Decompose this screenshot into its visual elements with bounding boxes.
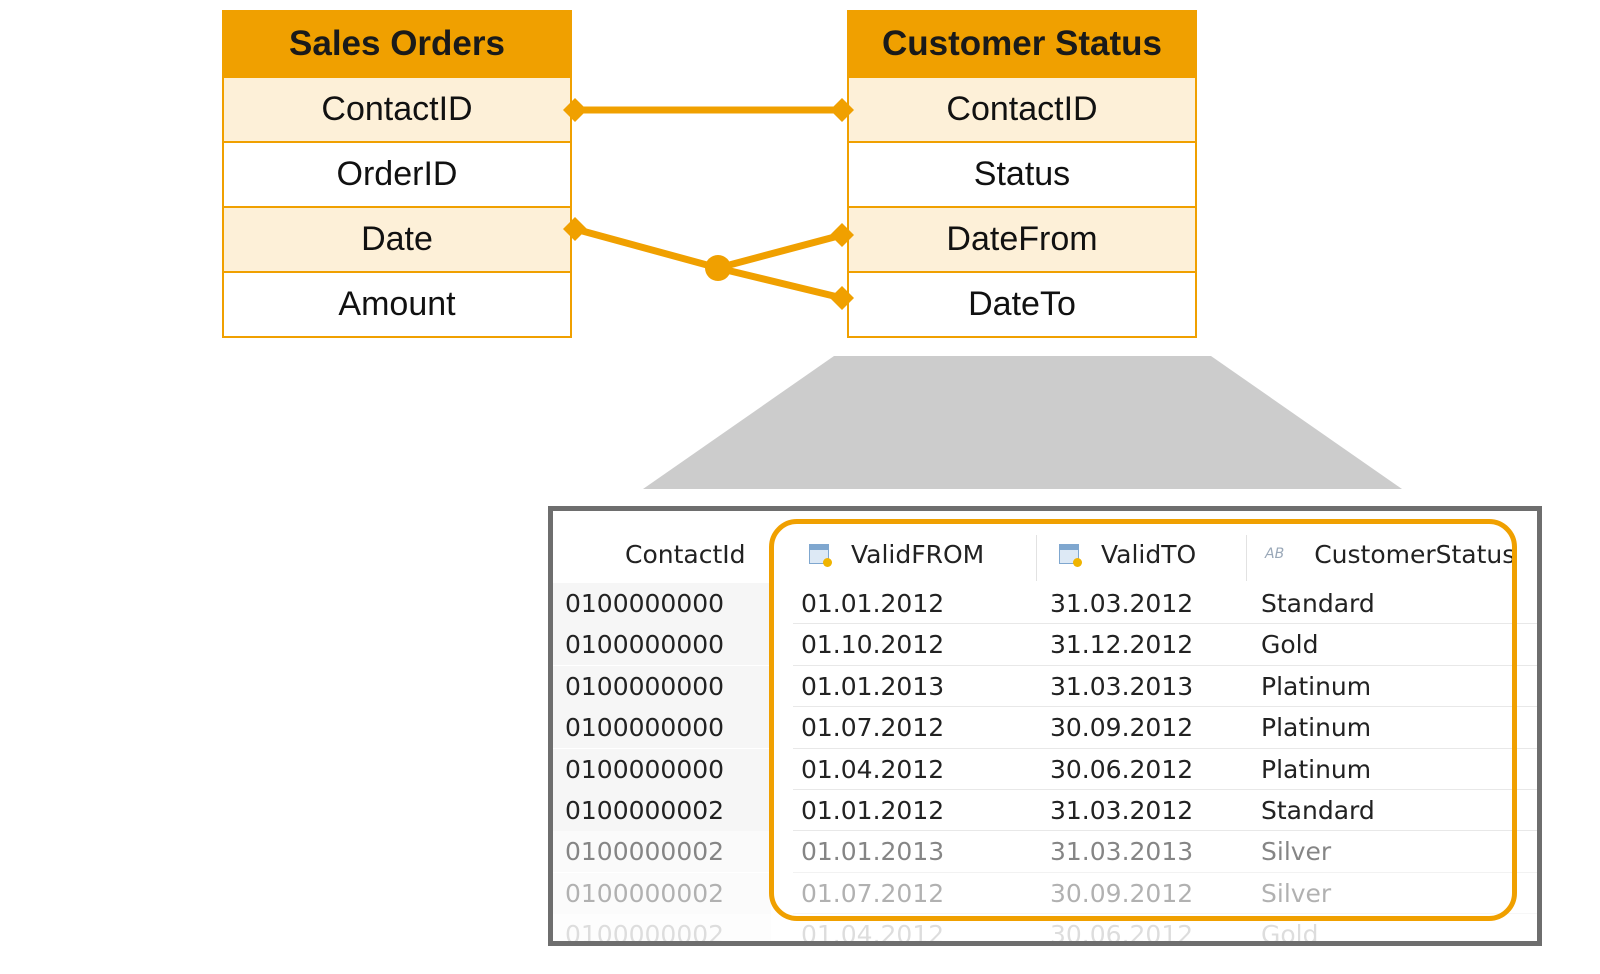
- customer-status-field-dateto: DateTo: [849, 271, 1195, 336]
- cell-validfrom: 01.01.2012: [801, 795, 945, 825]
- cell-customerstatus: Standard: [1261, 589, 1375, 618]
- table-row[interactable]: 0100000000 01.10.2012 31.12.2012 Gold: [553, 624, 1537, 666]
- column-header-label: ValidFROM: [851, 539, 985, 569]
- column-separator: [1246, 535, 1247, 581]
- cell-customerstatus: Platinum: [1261, 713, 1372, 743]
- cell-validto: 31.03.2013: [1050, 671, 1194, 701]
- cell-validto: 30.09.2012: [1050, 878, 1194, 908]
- cell-contactid: 0100000000: [565, 754, 725, 784]
- sales-orders-field-contactid: ContactID: [224, 76, 570, 141]
- cell-validto: 31.03.2012: [1050, 795, 1194, 825]
- column-header-contactid[interactable]: ContactId: [625, 529, 746, 579]
- join-endpoint-diamond: [563, 98, 587, 122]
- cell-validfrom: 01.01.2012: [801, 589, 945, 618]
- cell-validto: 31.12.2012: [1050, 630, 1194, 660]
- customer-status-table: Customer Status ContactID Status DateFro…: [847, 10, 1197, 338]
- grid-rows: 0100000000 01.01.2012 31.03.2012 Standar…: [553, 583, 1537, 946]
- column-separator: [1036, 535, 1037, 581]
- cell-customerstatus: Silver: [1261, 837, 1332, 867]
- cell-validfrom: 01.07.2012: [801, 713, 945, 743]
- customer-status-field-contactid: ContactID: [849, 76, 1195, 141]
- join-endpoint-diamond: [830, 223, 854, 247]
- join-endpoint-diamond: [830, 98, 854, 122]
- column-header-label: ValidTO: [1101, 539, 1197, 569]
- sales-orders-title: Sales Orders: [224, 12, 570, 76]
- column-header-label: CustomerStatus: [1314, 539, 1516, 569]
- sales-orders-table: Sales Orders ContactID OrderID Date Amou…: [222, 10, 572, 338]
- join-junction-dot: [705, 255, 731, 281]
- cell-contactid: 0100000000: [565, 713, 725, 743]
- customer-status-field-status: Status: [849, 141, 1195, 206]
- dateto-join-line: [714, 264, 846, 302]
- date-join-line: [571, 225, 722, 272]
- sales-orders-field-date: Date: [224, 206, 570, 271]
- cell-contactid: 0100000000: [565, 589, 725, 618]
- cell-customerstatus: Silver: [1261, 878, 1332, 908]
- table-row[interactable]: 0100000000 01.04.2012 30.06.2012 Platinu…: [553, 748, 1537, 790]
- table-row[interactable]: 0100000002 01.04.2012 30.06.2012 Gold: [553, 914, 1537, 946]
- cell-validfrom: 01.10.2012: [801, 630, 945, 660]
- cell-validfrom: 01.04.2012: [801, 754, 945, 784]
- datefrom-join-line: [714, 231, 846, 272]
- column-header-validfrom[interactable]: ValidFROM: [809, 529, 984, 579]
- text-type-icon: AB: [1265, 546, 1285, 562]
- cell-validto: 31.03.2012: [1050, 589, 1194, 618]
- join-endpoint-diamond: [830, 286, 854, 310]
- customer-status-field-datefrom: DateFrom: [849, 206, 1195, 271]
- cell-validfrom: 01.01.2013: [801, 671, 945, 701]
- calendar-icon: [1059, 544, 1082, 567]
- cell-customerstatus: Gold: [1261, 630, 1319, 660]
- cell-contactid: 0100000002: [565, 878, 725, 908]
- customer-status-grid: ContactId ValidFROM ValidTO AB CustomerS…: [548, 506, 1542, 946]
- column-header-label: ContactId: [625, 539, 746, 569]
- cell-validto: 30.09.2012: [1050, 713, 1194, 743]
- table-row[interactable]: 0100000000 01.07.2012 30.09.2012 Platinu…: [553, 707, 1537, 749]
- column-header-validto[interactable]: ValidTO: [1059, 529, 1196, 579]
- cell-contactid: 0100000000: [565, 671, 725, 701]
- sales-orders-field-amount: Amount: [224, 271, 570, 336]
- cell-validfrom: 01.07.2012: [801, 878, 945, 908]
- cell-validto: 30.06.2012: [1050, 920, 1194, 946]
- cell-customerstatus: Platinum: [1261, 671, 1372, 701]
- join-endpoint-diamond: [563, 217, 587, 241]
- table-row[interactable]: 0100000000 01.01.2012 31.03.2012 Standar…: [553, 583, 1537, 625]
- cell-contactid: 0100000002: [565, 920, 725, 946]
- grid-header: ContactId ValidFROM ValidTO AB CustomerS…: [553, 529, 1537, 579]
- cell-customerstatus: Standard: [1261, 795, 1375, 825]
- cell-customerstatus: Gold: [1261, 920, 1319, 946]
- cell-contactid: 0100000000: [565, 630, 725, 660]
- column-header-customerstatus[interactable]: AB CustomerStatus: [1265, 529, 1515, 579]
- cell-contactid: 0100000002: [565, 837, 725, 867]
- table-row[interactable]: 0100000002 01.07.2012 30.09.2012 Silver: [553, 872, 1537, 915]
- cell-customerstatus: Platinum: [1261, 754, 1372, 784]
- table-row[interactable]: 0100000002 01.01.2013 31.03.2013 Silver: [553, 831, 1537, 873]
- cell-contactid: 0100000002: [565, 795, 725, 825]
- table-row[interactable]: 0100000002 01.01.2012 31.03.2012 Standar…: [553, 789, 1537, 832]
- customer-status-title: Customer Status: [849, 12, 1195, 76]
- sales-orders-field-orderid: OrderID: [224, 141, 570, 206]
- table-row[interactable]: 0100000000 01.01.2013 31.03.2013 Platinu…: [553, 665, 1537, 708]
- cell-validto: 31.03.2013: [1050, 837, 1194, 867]
- calendar-icon: [809, 544, 832, 567]
- cell-validfrom: 01.01.2013: [801, 837, 945, 867]
- cell-validto: 30.06.2012: [1050, 754, 1194, 784]
- cell-validfrom: 01.04.2012: [801, 920, 945, 946]
